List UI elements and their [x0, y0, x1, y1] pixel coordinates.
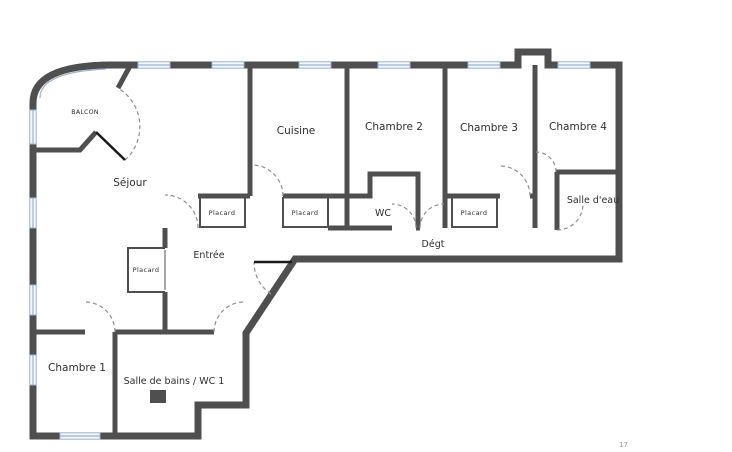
room-label-sejour: Séjour — [113, 177, 147, 189]
room-label-placard-1: Placard — [209, 209, 236, 217]
door-arc-wc — [391, 203, 417, 229]
exterior-wall — [29, 48, 623, 440]
door-arc-chambre2 — [419, 203, 445, 229]
door-arc-chambre3 — [499, 165, 531, 197]
room-label-placard-2: Placard — [292, 209, 319, 217]
door-arc-entree — [253, 261, 272, 295]
room-label-placard-3: Placard — [461, 209, 488, 217]
room-label-balcon: BALCON — [71, 109, 98, 116]
watermark-label: 17 — [619, 441, 628, 449]
door-arc-salle-deau — [556, 203, 584, 231]
balcony-wall — [36, 64, 133, 153]
room-label-salle-de-bains: Salle de bains / WC 1 — [124, 376, 225, 387]
door-arc-cuisine — [251, 164, 284, 197]
room-label-degt: Dégt — [422, 239, 445, 250]
room-label-chambre4: Chambre 4 — [549, 121, 607, 133]
door-arc-chambre1 — [84, 301, 116, 333]
door-arcs — [84, 87, 584, 333]
room-label-entree: Entrée — [193, 250, 224, 261]
room-label-chambre2: Chambre 2 — [365, 121, 423, 133]
room-label-placard-4: Placard — [133, 266, 160, 274]
room-label-chambre3: Chambre 3 — [460, 122, 518, 134]
windows — [29, 61, 591, 440]
room-label-wc: WC — [375, 208, 391, 219]
room-label-cuisine: Cuisine — [277, 125, 315, 137]
placard-boxes — [127, 197, 498, 293]
door-arc-sejour — [164, 194, 199, 229]
door-arc-chambre4 — [535, 151, 557, 173]
balcony-glazing — [39, 68, 107, 99]
door-arc-balcony — [117, 87, 141, 161]
room-label-salle-deau: Salle d'eau — [567, 195, 619, 206]
interior-walls — [36, 65, 619, 433]
duct — [150, 390, 166, 403]
room-label-chambre1: Chambre 1 — [48, 362, 106, 374]
room-labels: BALCON Séjour Cuisine Chambre 2 Chambre … — [48, 109, 628, 449]
balcony-door-leaf — [95, 131, 126, 161]
door-arc-bathroom — [213, 301, 245, 333]
